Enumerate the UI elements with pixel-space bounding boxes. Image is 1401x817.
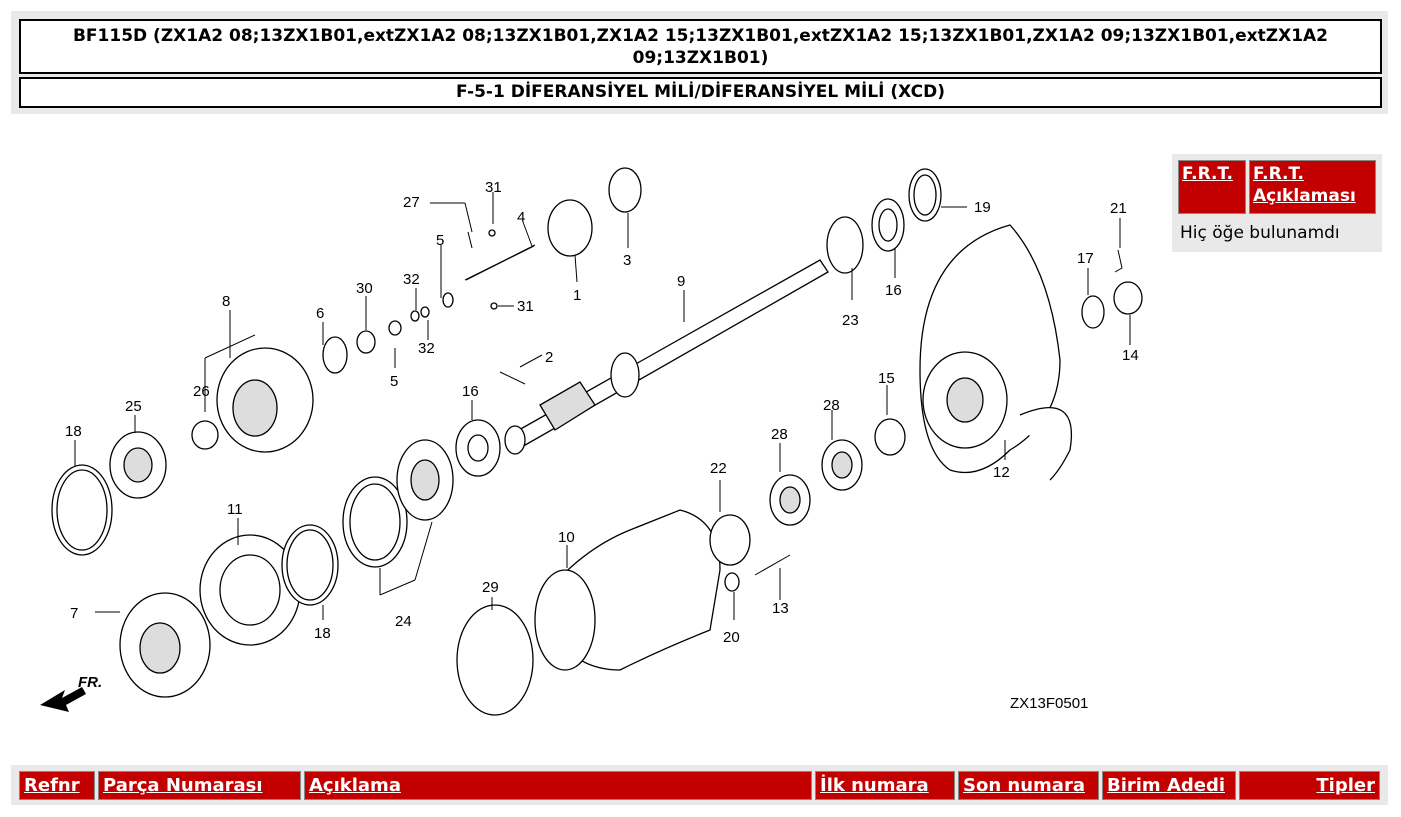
leader-lines	[74, 192, 1131, 620]
model-title: BF115D (ZX1A2 08;13ZX1B01,extZX1A2 08;13…	[19, 19, 1382, 74]
label-28-left: 28	[771, 426, 788, 443]
label-22: 22	[710, 460, 727, 477]
column-first-number[interactable]: İlk numara	[815, 771, 955, 800]
label-5-bottom: 5	[390, 373, 398, 390]
label-6: 6	[316, 305, 324, 322]
label-20: 20	[723, 629, 740, 646]
part-labels: 27 31 4 5 1 3 9 23 16 19 21 17 14 8 6 30…	[65, 179, 1139, 712]
label-1: 1	[573, 287, 581, 304]
label-23: 23	[842, 312, 859, 329]
label-10: 10	[558, 529, 575, 546]
label-17: 17	[1077, 250, 1094, 267]
label-27: 27	[403, 194, 420, 211]
label-25: 25	[125, 398, 142, 415]
frt-column-link[interactable]: F.R.T.	[1178, 160, 1246, 214]
label-3: 3	[623, 252, 631, 269]
column-description[interactable]: Açıklama	[304, 771, 812, 800]
column-unit-quantity[interactable]: Birim Adedi	[1102, 771, 1236, 800]
label-9: 9	[677, 273, 685, 290]
label-13: 13	[772, 600, 789, 617]
label-24: 24	[395, 613, 412, 630]
label-15: 15	[878, 370, 895, 387]
parts-table-header: Refnr Parça Numarası Açıklama İlk numara…	[11, 765, 1388, 805]
label-28-right: 28	[823, 397, 840, 414]
label-26: 26	[193, 383, 210, 400]
direction-label: FR.	[78, 674, 102, 691]
label-12: 12	[993, 464, 1010, 481]
label-19: 19	[974, 199, 991, 216]
label-32-top: 32	[403, 271, 420, 288]
column-refnr[interactable]: Refnr	[19, 771, 95, 800]
frt-description-column-link[interactable]: F.R.T. Açıklaması	[1249, 160, 1376, 214]
label-18-bottom: 18	[314, 625, 331, 642]
label-30: 30	[356, 280, 373, 297]
label-2: 2	[545, 349, 553, 366]
label-7: 7	[70, 605, 78, 622]
exploded-view-drawing: 27 31 4 5 1 3 9 23 16 19 21 17 14 8 6 30…	[40, 167, 1143, 716]
label-31-top: 31	[485, 179, 502, 196]
label-4: 4	[517, 209, 525, 226]
diagram-code: ZX13F0501	[1010, 695, 1088, 712]
frt-panel: F.R.T. F.R.T. Açıklaması Hiç öğe bulunam…	[1172, 154, 1382, 252]
column-part-number[interactable]: Parça Numarası	[98, 771, 301, 800]
label-8: 8	[222, 293, 230, 310]
front-direction-arrow	[40, 687, 86, 712]
column-types[interactable]: Tipler	[1239, 771, 1380, 800]
parts-diagram[interactable]: 27 31 4 5 1 3 9 23 16 19 21 17 14 8 6 30…	[20, 150, 1150, 720]
header-panel: BF115D (ZX1A2 08;13ZX1B01,extZX1A2 08;13…	[11, 11, 1388, 114]
label-11: 11	[227, 501, 243, 518]
frt-empty-message: Hiç öğe bulunamdı	[1178, 220, 1378, 246]
label-29: 29	[482, 579, 499, 596]
drive-shaft	[504, 259, 829, 455]
label-31-bottom: 31	[517, 298, 534, 315]
label-16-left: 16	[462, 383, 479, 400]
label-32-bottom: 32	[418, 340, 435, 357]
label-5-top: 5	[436, 232, 444, 249]
section-title: F-5-1 DİFERANSİYEL MİLİ/DİFERANSİYEL MİL…	[19, 77, 1382, 108]
label-16-right: 16	[885, 282, 902, 299]
label-21: 21	[1110, 200, 1127, 217]
column-last-number[interactable]: Son numara	[958, 771, 1099, 800]
label-14: 14	[1122, 347, 1139, 364]
label-18-left: 18	[65, 423, 82, 440]
